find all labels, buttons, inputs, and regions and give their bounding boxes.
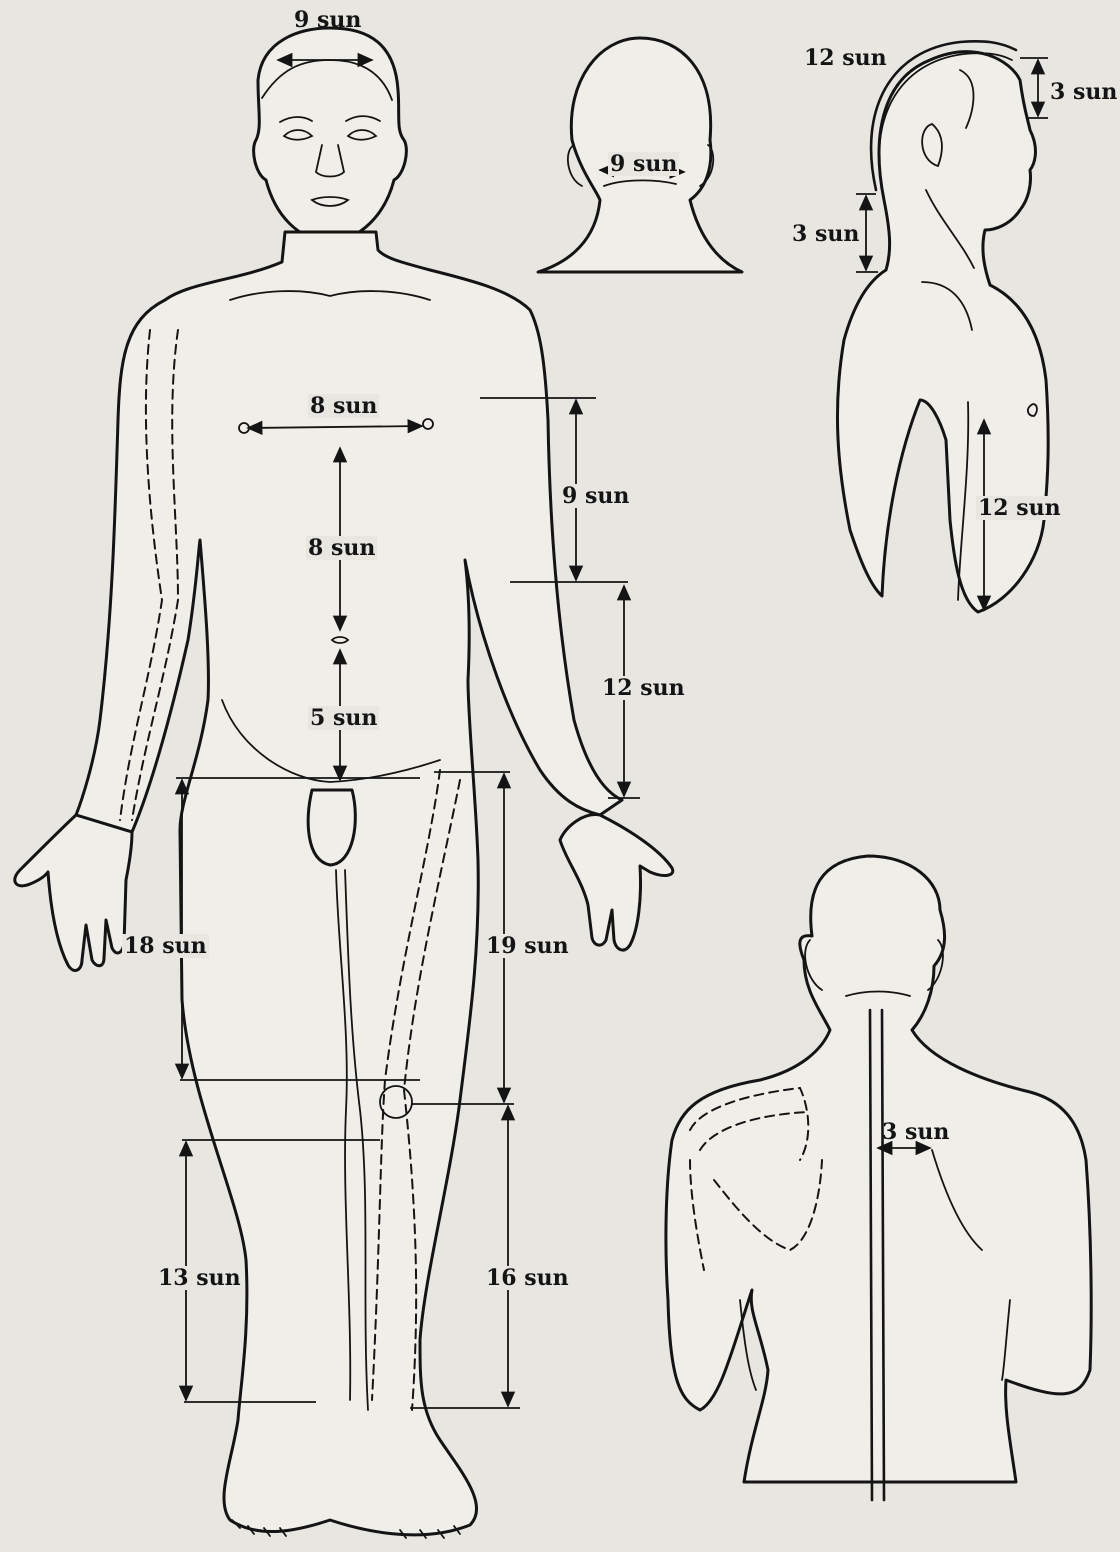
side-body-outline xyxy=(837,52,1048,612)
lower-leg-inner-label: 13 sun xyxy=(156,1266,243,1290)
side-neck-label: 3 sun xyxy=(790,222,861,246)
lower-leg-outer-label: 16 sun xyxy=(484,1266,571,1290)
back-figure xyxy=(666,856,1091,1500)
front-genitals xyxy=(308,790,355,865)
front-right-hand xyxy=(560,815,673,950)
side-head-arc-label: 12 sun xyxy=(802,46,889,70)
thigh-inner-label: 18 sun xyxy=(122,934,209,958)
elbow-to-wrist-label: 12 sun xyxy=(600,676,687,700)
side-arm-label: 12 sun xyxy=(976,496,1063,520)
side-figure xyxy=(837,41,1048,612)
front-left-hand xyxy=(15,815,132,970)
sternum-to-navel-label: 8 sun xyxy=(306,536,377,560)
side-forehead-label: 3 sun xyxy=(1048,80,1119,104)
shoulder-to-elbow-label: 9 sun xyxy=(560,484,631,508)
back-spine-label: 3 sun xyxy=(880,1120,951,1144)
neck-width-label: 9 sun xyxy=(608,152,679,176)
navel-to-pubis-label: 5 sun xyxy=(308,706,379,730)
nipples-label: 8 sun xyxy=(308,394,379,418)
thigh-outer-label: 19 sun xyxy=(484,934,571,958)
head-width-label: 9 sun xyxy=(292,8,363,32)
back-body-outline xyxy=(666,856,1091,1482)
